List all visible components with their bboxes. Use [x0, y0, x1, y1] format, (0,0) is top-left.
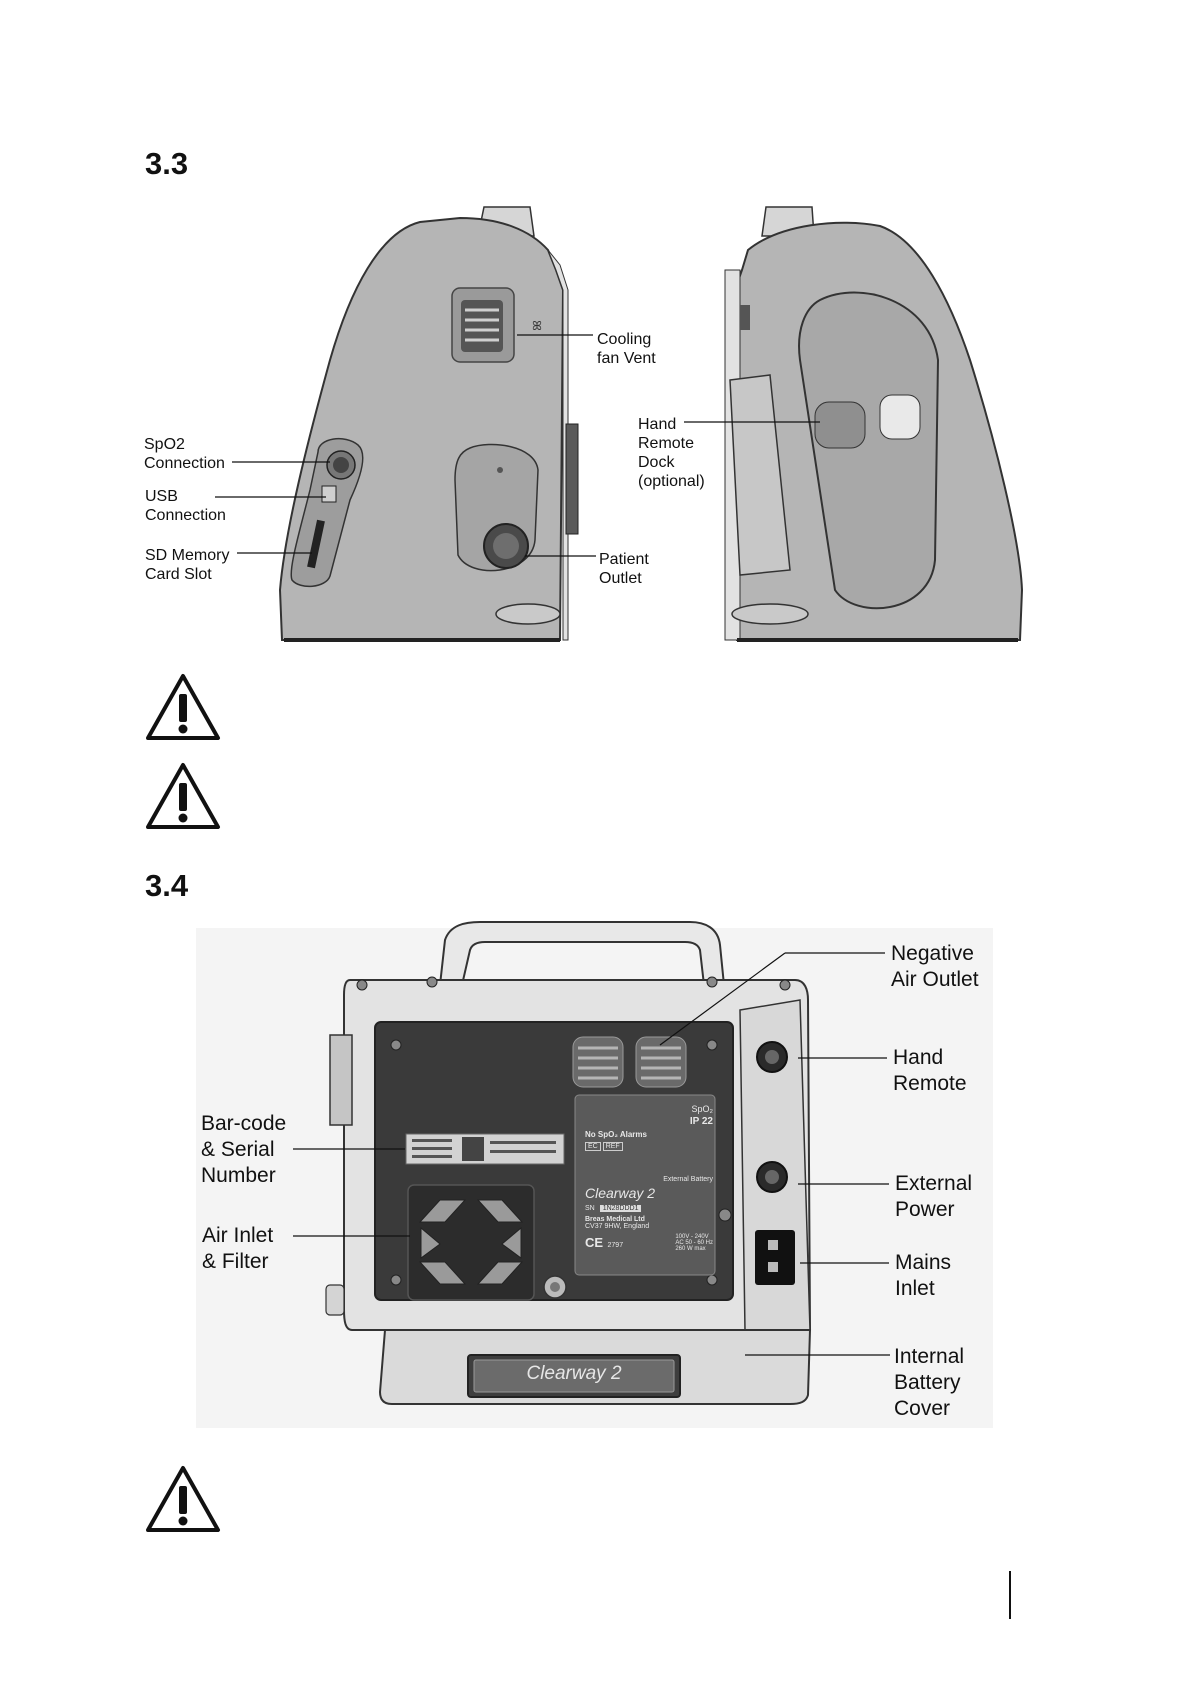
- label-usb-connection: USB Connection: [145, 488, 226, 524]
- device-right-side: [724, 206, 1024, 642]
- rating-label: SpO₂ IP 22 No SpO₂ Alarms EC REF Externa…: [585, 1104, 713, 1252]
- device-left-side: ꕤ: [278, 206, 579, 642]
- page-number-rule: [1009, 1571, 1011, 1619]
- voltage: 100V - 240V: [675, 1234, 709, 1240]
- label-barcode-serial: Bar-code & Serial Number: [201, 1112, 287, 1187]
- label-hand-remote: Hand Remote: [893, 1046, 967, 1095]
- no-spo2-alarms: No SpO₂ Alarms: [585, 1130, 647, 1139]
- label-internal-battery-cover: Internal Battery Cover: [894, 1345, 965, 1420]
- label-negative-air-outlet: Negative Air Outlet: [891, 942, 979, 991]
- ip-rating: IP 22: [689, 1116, 713, 1127]
- label-mains-inlet: Mains Inlet: [895, 1251, 952, 1300]
- ref-badge: REF: [602, 1142, 623, 1151]
- ce-mark: CE: [585, 1235, 604, 1250]
- spo2-symbol: SpO₂: [691, 1104, 713, 1114]
- rear-leader-lines: [293, 952, 890, 1356]
- sn-text: SN: [585, 1205, 595, 1212]
- section-heading-3-4: 3.4: [145, 868, 189, 903]
- label-patient-outlet: Patient Outlet: [599, 551, 649, 587]
- frequency: AC 50 - 60 Hz: [675, 1240, 713, 1246]
- label-spo2-connection: SpO2 Connection: [144, 436, 225, 472]
- warning-icon: [146, 763, 220, 829]
- battery-cover-name: Clearway 2: [526, 1363, 622, 1384]
- svg-text:ꕤ: ꕤ: [532, 319, 542, 333]
- label-hand-remote-dock: Hand Remote Dock (optional): [638, 416, 705, 490]
- ec-badge: EC: [585, 1142, 601, 1151]
- power: 260 W max: [675, 1246, 706, 1252]
- sn-value: 1N28DDD1: [599, 1205, 642, 1212]
- label-external-power: External Power: [895, 1172, 973, 1221]
- manufacturer: Breas Medical Ltd: [585, 1216, 645, 1223]
- ce-number: 2797: [607, 1242, 624, 1249]
- manufacturer-address: CV37 9HW, England: [585, 1223, 650, 1230]
- section-heading-3-3: 3.3: [145, 146, 189, 181]
- label-cooling-fan-vent: Cooling fan Vent: [597, 331, 656, 367]
- warning-icon: [146, 674, 220, 740]
- label-air-inlet-filter: Air Inlet & Filter: [202, 1224, 274, 1273]
- device-name-on-label: Clearway 2: [585, 1185, 656, 1201]
- label-sd-card-slot: SD Memory Card Slot: [145, 547, 230, 583]
- external-battery-text: External Battery: [663, 1176, 713, 1183]
- warning-icon: [146, 1466, 220, 1532]
- side-leader-lines: [215, 334, 820, 557]
